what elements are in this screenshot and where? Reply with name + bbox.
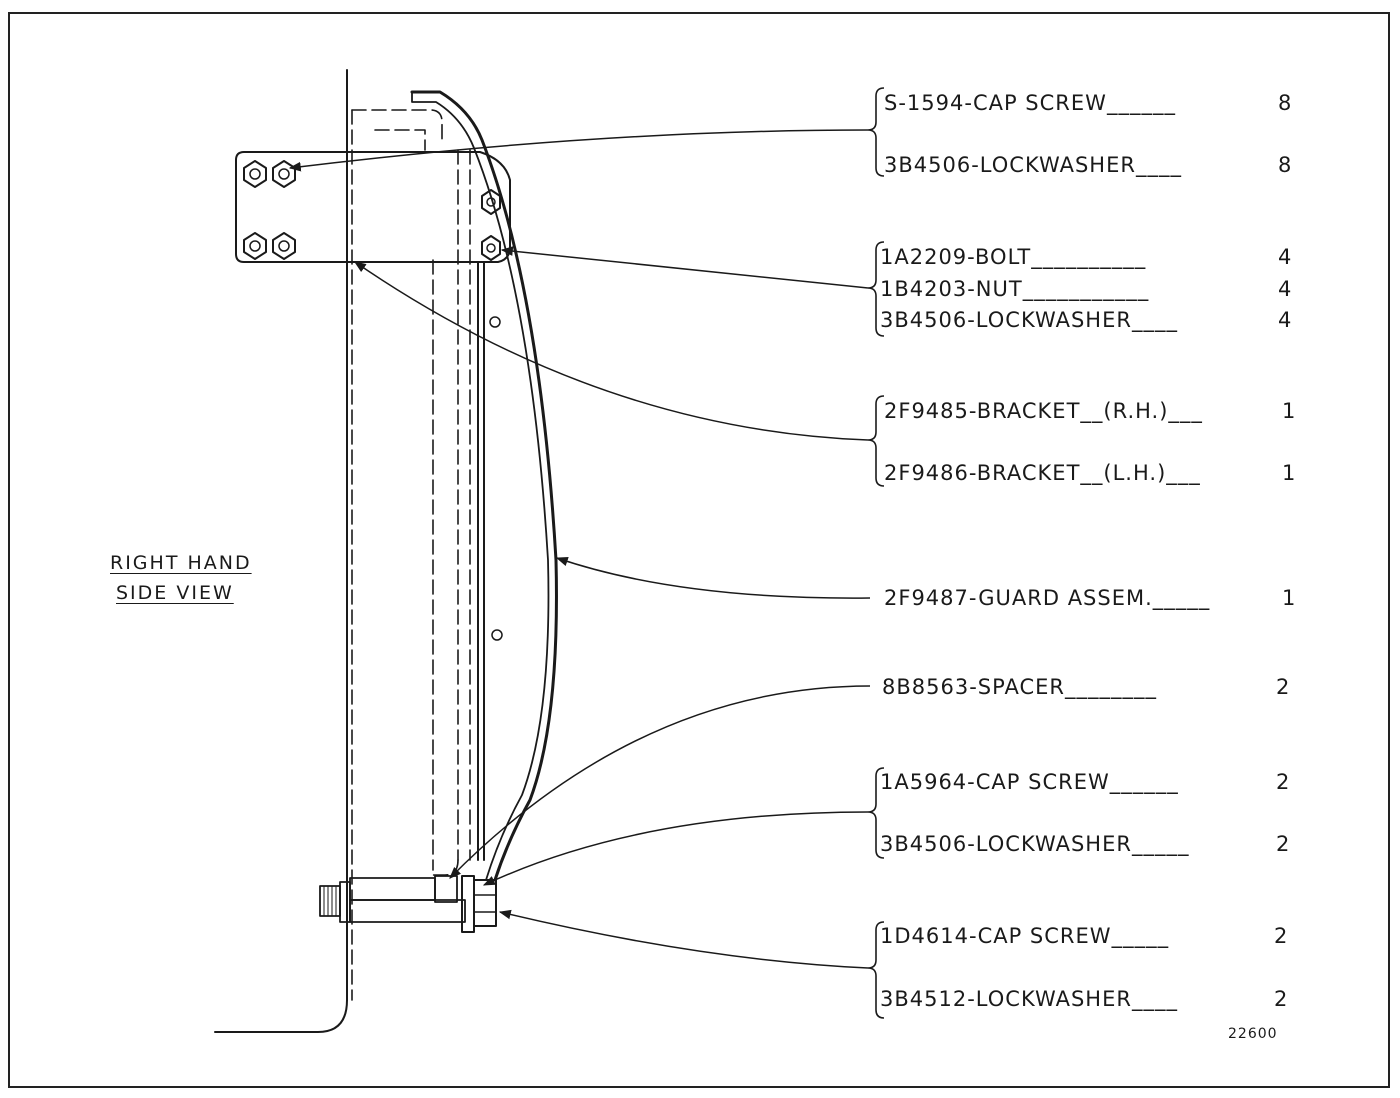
frame-rail-bottom-curve: [214, 999, 348, 1033]
part-label: 2F9485-BRACKET__(R.H.)___: [884, 399, 1203, 423]
part-label: 1A2209-BOLT__________: [880, 245, 1147, 269]
mount-hole-lower: [491, 629, 503, 641]
part-label: 3B4506-LOCKWASHER_____: [880, 832, 1190, 856]
part-qty: 4: [1278, 245, 1292, 269]
lower-nut: [461, 875, 475, 933]
part-qty: 2: [1274, 924, 1288, 948]
part-label: 3B4512-LOCKWASHER____: [880, 987, 1178, 1011]
part-qty: 1: [1282, 461, 1296, 485]
part-label: 3B4506-LOCKWASHER____: [884, 153, 1182, 177]
part-label: S-1594-CAP SCREW______: [884, 91, 1176, 115]
part-label: 2F9487-GUARD ASSEM._____: [884, 586, 1211, 610]
guard-inner: [411, 91, 550, 881]
bolt-thread: [319, 885, 341, 917]
guard-outer: [410, 90, 558, 882]
view-title-line2: SIDE VIEW: [116, 582, 234, 604]
part-label: 1B4203-NUT___________: [880, 277, 1150, 301]
part-label: 3B4506-LOCKWASHER____: [880, 308, 1178, 332]
part-qty: 2: [1274, 987, 1288, 1011]
mount-hole-upper: [489, 316, 501, 328]
drawing-number: 22600: [1228, 1026, 1278, 1042]
part-qty: 2: [1276, 675, 1290, 699]
part-qty: 4: [1278, 277, 1292, 301]
part-qty: 1: [1282, 586, 1296, 610]
part-label: 8B8563-SPACER________: [882, 675, 1157, 699]
view-title-line1: RIGHT HAND: [110, 552, 252, 574]
label-braces: [867, 87, 885, 1019]
spacer: [349, 877, 436, 901]
part-qty: 8: [1278, 153, 1292, 177]
hidden-lines: [351, 109, 471, 1001]
part-label: 1D4614-CAP SCREW_____: [880, 924, 1170, 948]
part-qty: 2: [1276, 770, 1290, 794]
part-qty: 8: [1278, 91, 1292, 115]
leader-lines: [288, 129, 871, 969]
part-label: 2F9486-BRACKET__(L.H.)___: [884, 461, 1201, 485]
part-qty: 2: [1276, 832, 1290, 856]
part-qty: 4: [1278, 308, 1292, 332]
drawing-border: [8, 12, 1390, 1088]
bracket-plate: [235, 151, 511, 263]
bracket-bolts: [243, 160, 501, 261]
lower-cap-screw-shank: [349, 899, 466, 923]
part-label: 1A5964-CAP SCREW______: [880, 770, 1179, 794]
part-qty: 1: [1282, 399, 1296, 423]
